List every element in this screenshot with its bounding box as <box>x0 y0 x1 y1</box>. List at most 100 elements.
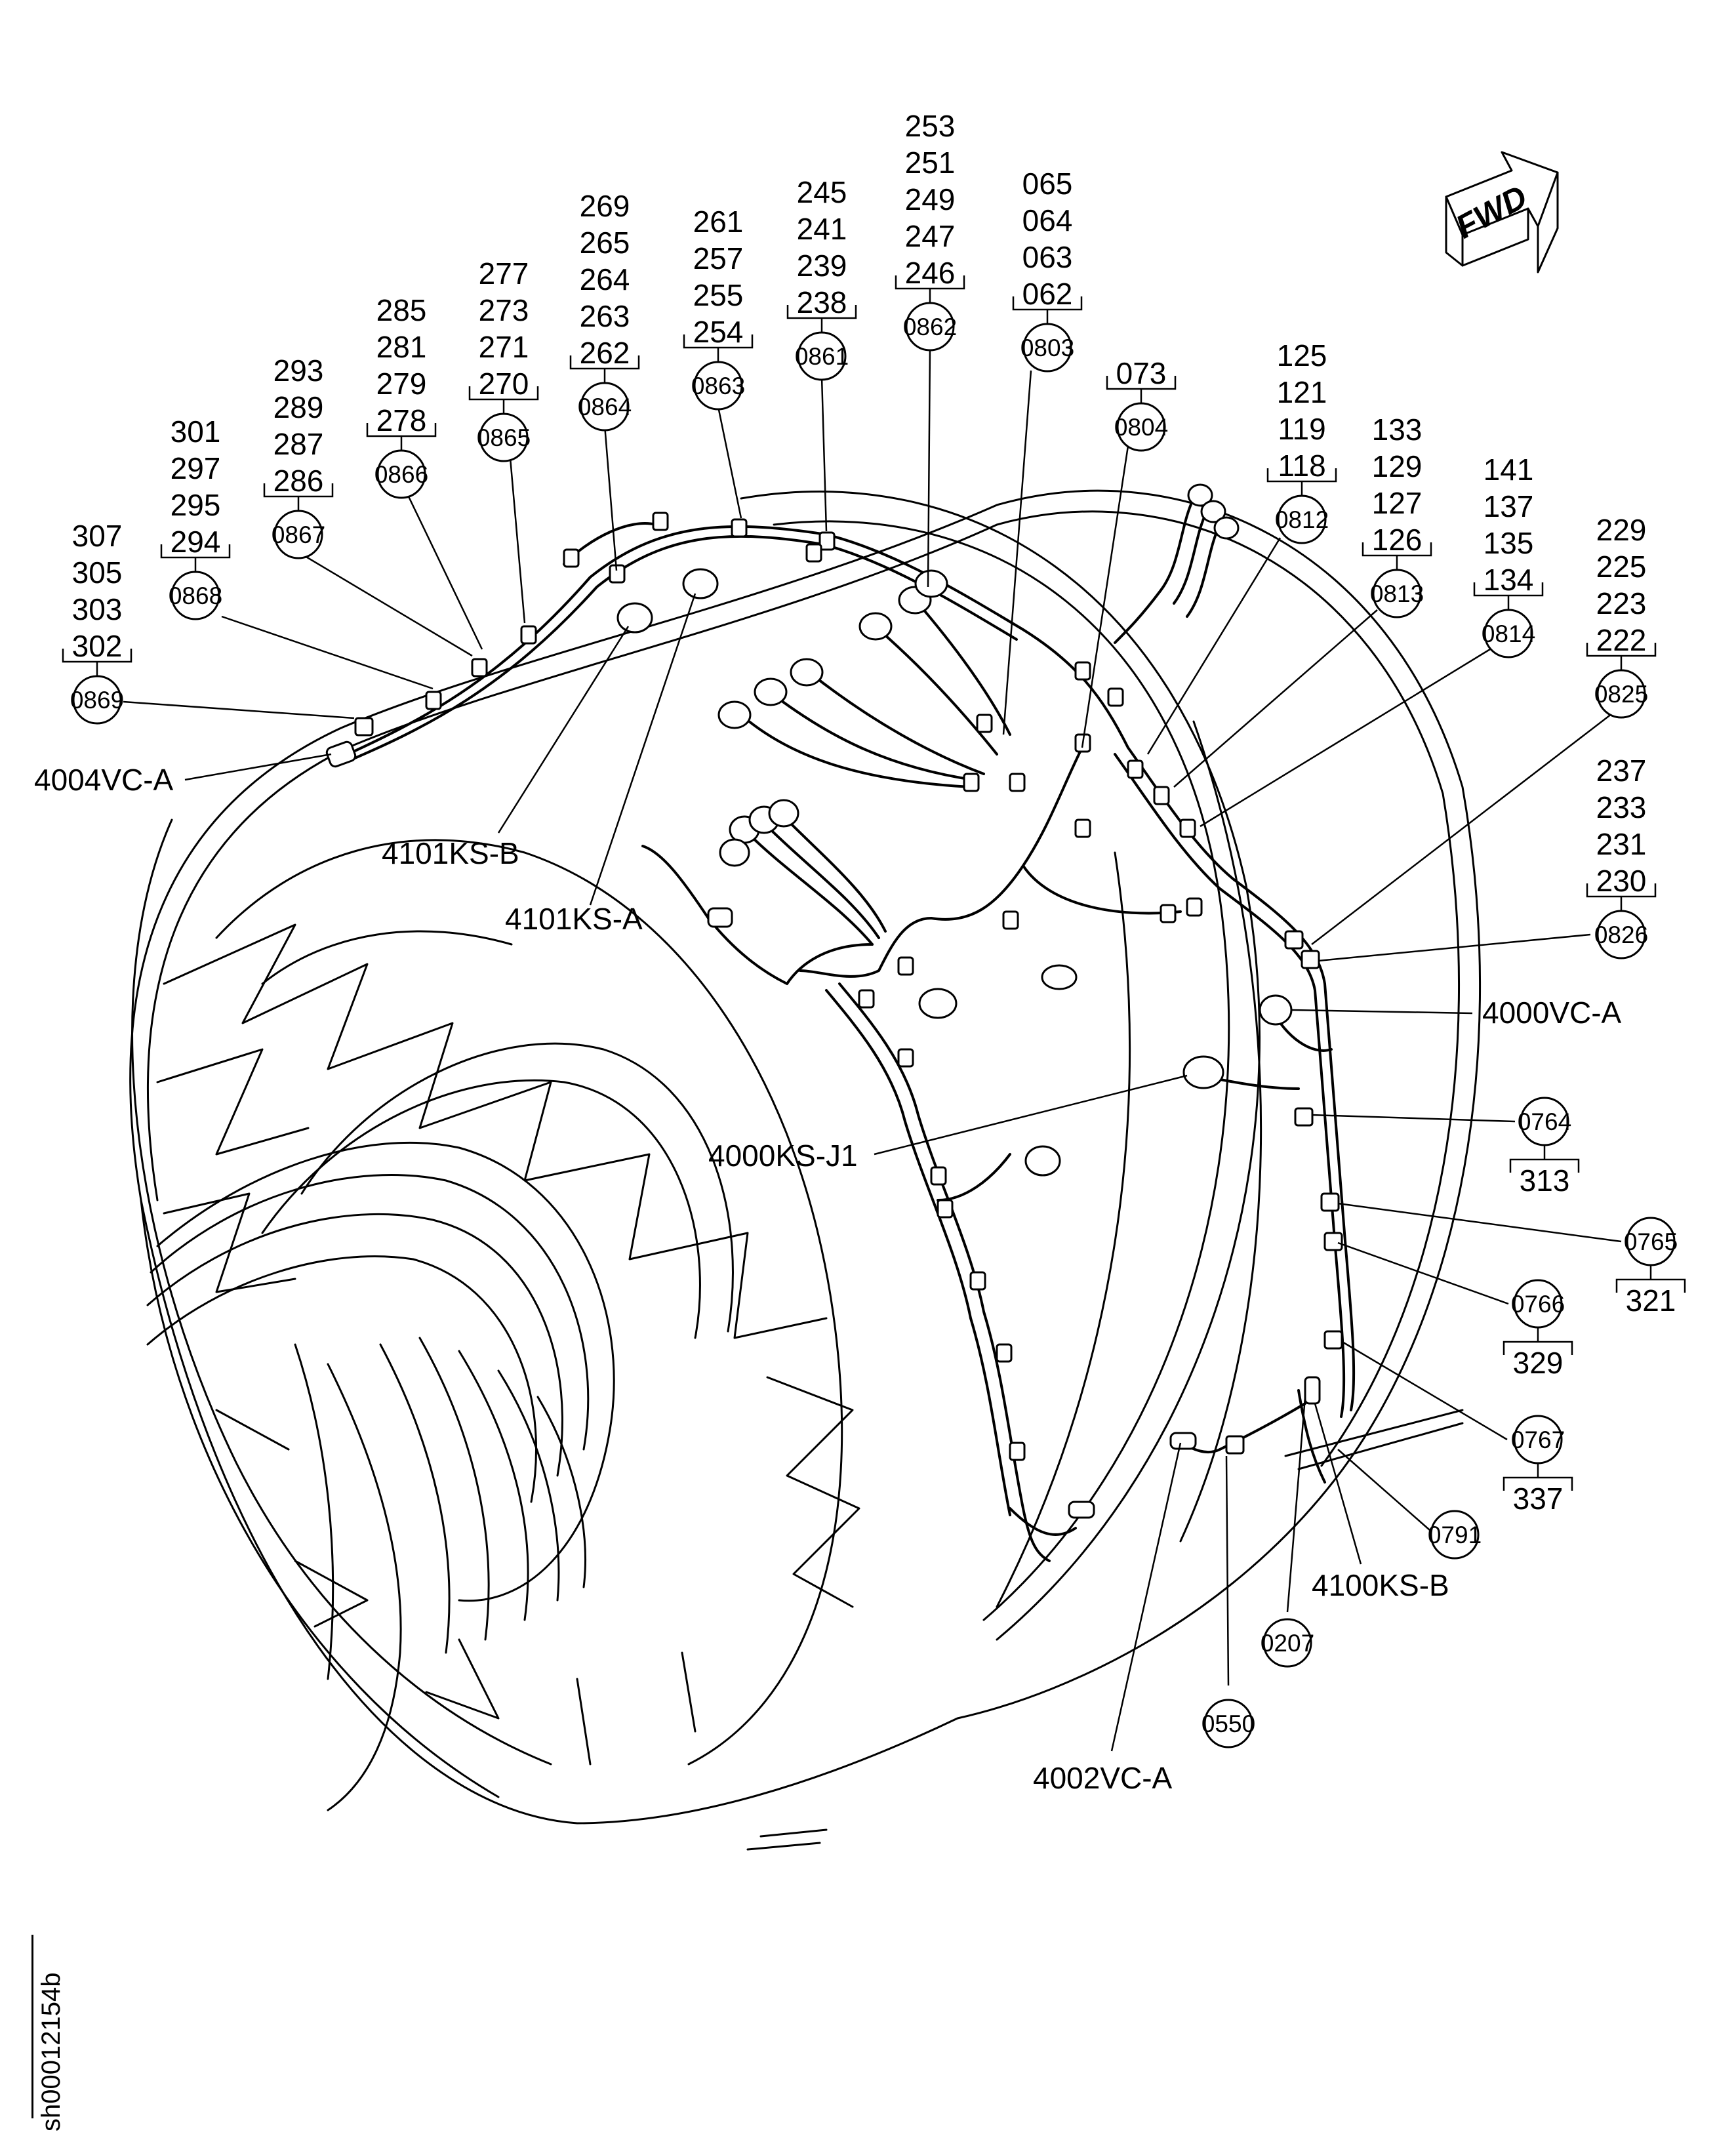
callout-number: 0861 <box>795 343 849 370</box>
callout-number: 0813 <box>1370 580 1424 607</box>
part-number: 270 <box>479 367 529 401</box>
part-number: 305 <box>72 555 123 590</box>
part-number: 294 <box>171 525 221 559</box>
part-number: 253 <box>905 109 956 143</box>
part-bracket <box>160 544 231 559</box>
part-number: 135 <box>1484 526 1534 560</box>
part-number: 271 <box>479 330 529 364</box>
callout-number: 0863 <box>691 373 745 399</box>
connector-label-4101ks-b: 4101KS-B <box>382 836 519 870</box>
callout-number: 0826 <box>1594 921 1648 948</box>
part-bracket <box>263 483 334 498</box>
part-number: 277 <box>479 256 529 291</box>
part-number: 301 <box>171 414 221 449</box>
part-number: 137 <box>1484 489 1534 523</box>
callout-number: 0864 <box>578 394 632 420</box>
callout-0767: 0767 337 <box>1503 1415 1573 1516</box>
sheet-id: sh00012154b <box>37 1972 66 2131</box>
callout-number: 0812 <box>1275 506 1329 533</box>
part-number: 307 <box>72 519 123 553</box>
part-number: 241 <box>797 212 847 246</box>
part-number: 247 <box>905 219 956 253</box>
callout-0207: 0207 <box>1261 1618 1314 1668</box>
part-number: 261 <box>693 205 744 239</box>
callout-0791: 0791 <box>1428 1510 1482 1560</box>
callout-number: 0868 <box>169 582 222 609</box>
callout-number: 0765 <box>1624 1228 1678 1255</box>
part-number: 225 <box>1596 550 1647 584</box>
connector-label-4002vc-a: 4002VC-A <box>1033 1761 1173 1795</box>
part-number: 231 <box>1596 827 1647 861</box>
part-number: 302 <box>72 629 123 663</box>
callout-number: 0550 <box>1201 1710 1255 1737</box>
part-number: 141 <box>1484 453 1534 487</box>
part-number: 293 <box>273 353 324 388</box>
part-number: 073 <box>1116 356 1167 390</box>
connector-label-4100ks-b: 4100KS-B <box>1312 1568 1449 1602</box>
part-bracket <box>1012 296 1083 311</box>
callout-number: 0767 <box>1511 1426 1565 1453</box>
part-bracket <box>1615 1278 1686 1293</box>
part-number: 257 <box>693 241 744 275</box>
part-bracket <box>569 355 640 370</box>
part-number: 273 <box>479 293 529 327</box>
part-number: 278 <box>376 403 427 437</box>
callout-number: 0866 <box>374 461 428 488</box>
part-bracket <box>1586 643 1657 657</box>
callout-number: 0207 <box>1261 1630 1314 1657</box>
part-number: 245 <box>797 175 847 209</box>
forward-direction-arrow: FWD <box>1445 151 1559 273</box>
part-number: 254 <box>693 315 744 349</box>
part-number: 264 <box>580 262 630 296</box>
part-number: 249 <box>905 182 956 216</box>
part-number: 222 <box>1596 623 1647 657</box>
part-number: 263 <box>580 299 630 333</box>
fwd-label: FWD <box>1450 178 1533 246</box>
part-bracket <box>1266 468 1337 483</box>
callout-0766: 0766 329 <box>1503 1279 1573 1380</box>
callout-number: 0867 <box>272 521 325 548</box>
connector-label-4004vc-a: 4004VC-A <box>34 763 174 797</box>
part-number: 337 <box>1513 1482 1564 1516</box>
part-number: 133 <box>1372 413 1423 447</box>
part-number: 297 <box>171 451 221 485</box>
callout-number: 0766 <box>1511 1291 1565 1318</box>
callout-number: 0814 <box>1482 620 1535 647</box>
part-number: 265 <box>580 226 630 260</box>
part-number: 251 <box>905 146 956 180</box>
part-bracket <box>1362 542 1432 557</box>
part-number: 230 <box>1596 864 1647 898</box>
part-number: 126 <box>1372 523 1423 557</box>
part-number: 329 <box>1513 1346 1564 1380</box>
callout-number: 0804 <box>1114 414 1168 441</box>
callout-number: 0791 <box>1428 1522 1482 1548</box>
callout-0804: 0804 073 <box>1106 356 1177 452</box>
part-number: 223 <box>1596 586 1647 620</box>
engine-case-drawing <box>129 489 1482 1851</box>
callout-0764: 0764 313 <box>1509 1097 1580 1198</box>
part-number: 313 <box>1520 1163 1570 1198</box>
part-number: 255 <box>693 278 744 312</box>
part-number: 262 <box>580 336 630 370</box>
wire-harness-drawing <box>336 497 1356 1562</box>
callout-number: 0803 <box>1020 334 1074 361</box>
connector-label-group: 4004VC-A 4101KS-B 4101KS-A 4000VC-A 4000… <box>34 763 1622 1795</box>
connector-label-4101ks-a: 4101KS-A <box>505 902 643 936</box>
callout-number: 0764 <box>1518 1108 1571 1135</box>
part-number: 063 <box>1022 240 1073 274</box>
connector-label-4000ks-j1: 4000KS-J1 <box>708 1139 858 1173</box>
part-bracket <box>683 334 754 349</box>
part-number: 279 <box>376 367 427 401</box>
part-bracket <box>1503 1476 1573 1491</box>
part-number: 062 <box>1022 277 1073 311</box>
part-bracket <box>1586 883 1657 898</box>
part-number: 064 <box>1022 203 1073 237</box>
